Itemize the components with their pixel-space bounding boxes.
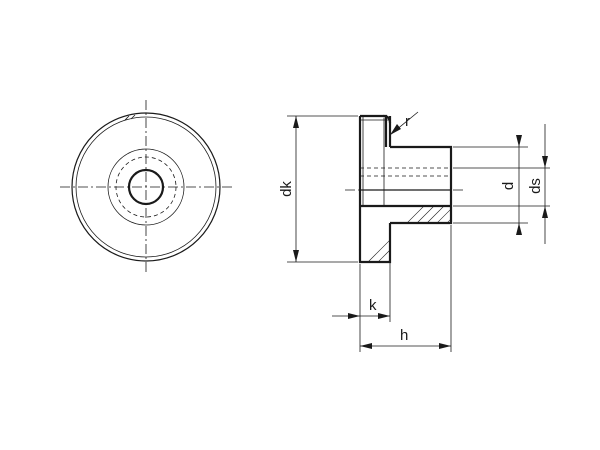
label-dk: dk [278, 181, 295, 197]
label-ds: ds [527, 178, 544, 194]
label-k: k [369, 297, 377, 314]
front-view [60, 100, 232, 274]
dimensions [287, 111, 550, 352]
knurl-marks [124, 114, 136, 121]
label-r: r [405, 113, 410, 130]
head-radius [382, 114, 392, 124]
head-outline [358, 114, 392, 264]
side-view [345, 114, 465, 264]
label-h: h [400, 327, 408, 344]
shaft-outline [390, 145, 453, 225]
label-d: d [500, 182, 517, 190]
